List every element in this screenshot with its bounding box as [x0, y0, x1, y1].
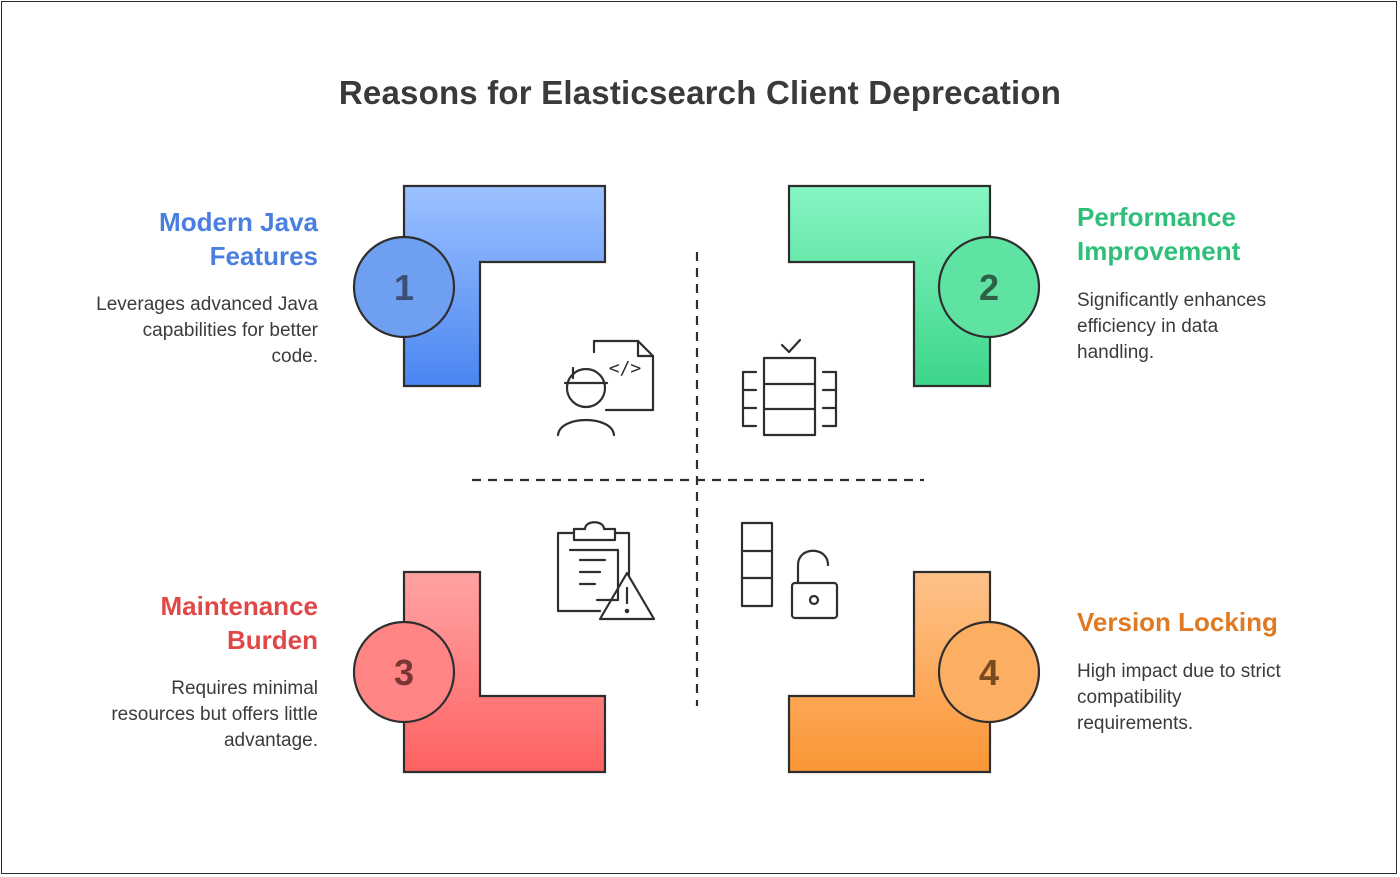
svg-text:</>: </> [609, 358, 642, 379]
quadrant-3-title-line-1: Maintenance [160, 591, 319, 621]
number-4: 4 [979, 652, 999, 693]
quadrant-4-description: High impact due to strict compatibility … [1077, 659, 1367, 737]
quadrant-1-title-line-1: Modern Java [159, 207, 318, 237]
quadrant-1-desc-line-3: code. [271, 346, 318, 367]
quadrant-4-shape: 4 [787, 570, 1041, 774]
page-title: Reasons for Elasticsearch Client Depreca… [338, 74, 1062, 111]
quadrant-4-desc-line-2: compatibility [1077, 687, 1182, 708]
quadrant-4-desc-line-3: requirements. [1077, 713, 1194, 734]
quadrant-3-title: Maintenance Burden [80, 589, 319, 657]
quadrant-1-shape: 1 [352, 184, 607, 388]
developer-code-icon: </> [556, 339, 655, 437]
quadrant-3-desc-line-3: advantage. [223, 730, 318, 751]
quadrant-2-desc-line-3: handling. [1077, 342, 1155, 363]
quadrant-3-desc-line-1: Requires minimal [171, 678, 318, 699]
quadrant-1-title-line-2: Features [209, 241, 318, 271]
quadrant-3-desc-line-2: resources but offers little [111, 704, 318, 725]
stack-unlock-icon [740, 521, 839, 620]
number-circle-2 [937, 235, 1041, 339]
quadrant-4-desc-line-1: High impact due to strict [1077, 661, 1281, 682]
quadrant-2-desc-line-1: Significantly enhances [1077, 290, 1267, 311]
quadrant-4-title-line-1: Version Locking [1077, 607, 1278, 637]
quadrant-1-desc-line-1: Leverages advanced Java [96, 294, 318, 315]
number-circle-1 [352, 235, 456, 339]
quadrant-2-title-line-1: Performance [1077, 202, 1236, 232]
number-1: 1 [394, 267, 414, 308]
quadrant-2-description: Significantly enhances efficiency in dat… [1077, 288, 1367, 366]
number-circle-3 [352, 620, 456, 724]
quadrant-3-shape: 3 [352, 570, 607, 774]
quadrant-2-desc-line-2: efficiency in data [1077, 316, 1219, 337]
quadrant-2-shape: 2 [787, 184, 1041, 388]
quadrant-1-desc-line-2: capabilities for better [142, 320, 318, 341]
quadrant-4-title: Version Locking [1077, 605, 1367, 639]
number-circle-4 [937, 620, 1041, 724]
quadrant-1-description: Leverages advanced Java capabilities for… [40, 292, 318, 370]
quadrant-2-title: Performance Improvement [1077, 200, 1357, 268]
quadrant-1-title: Modern Java Features [100, 205, 318, 273]
quadrant-2-title-line-2: Improvement [1077, 236, 1241, 266]
number-3: 3 [394, 652, 414, 693]
database-check-icon [741, 338, 838, 437]
quadrant-3-description: Requires minimal resources but offers li… [40, 676, 318, 754]
quadrant-3-title-line-2: Burden [227, 625, 318, 655]
clipboard-warning-icon [556, 521, 656, 621]
number-2: 2 [979, 267, 999, 308]
